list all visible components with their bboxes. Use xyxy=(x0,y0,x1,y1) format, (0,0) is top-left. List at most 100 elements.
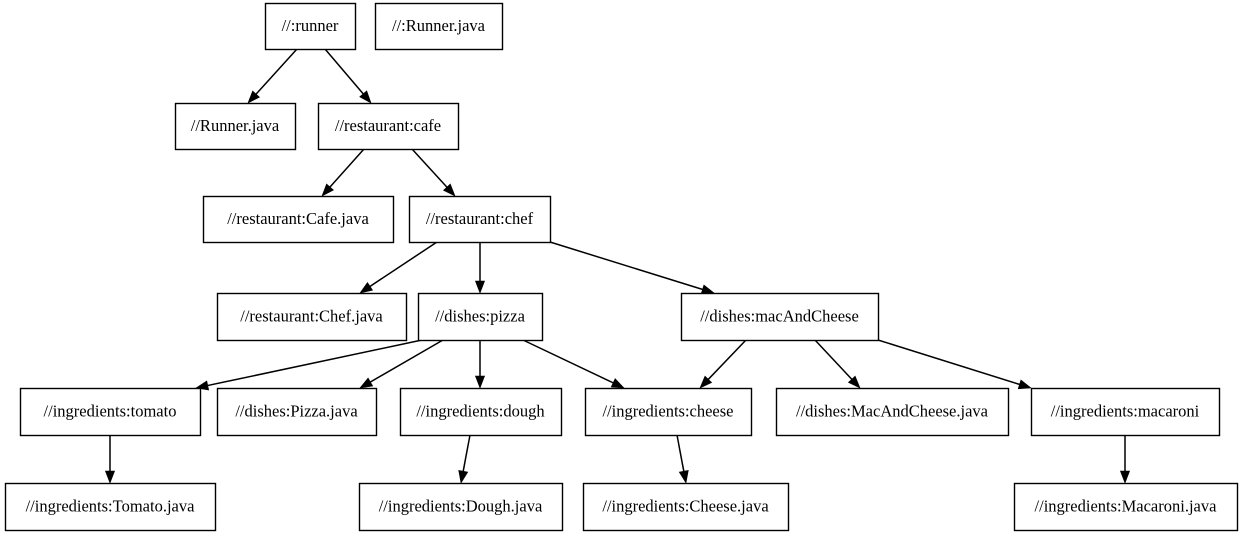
edge-line xyxy=(877,339,1022,386)
graph-edge xyxy=(676,434,689,484)
graph-edge xyxy=(247,48,298,104)
graph-edge xyxy=(699,339,747,389)
edge-line xyxy=(549,241,705,291)
node-label: //ingredients:tomato xyxy=(44,401,177,420)
edge-arrowhead-icon xyxy=(610,378,625,389)
node-box[interactable] xyxy=(19,387,202,437)
edge-arrowhead-icon xyxy=(359,377,374,389)
graph-node-restaurant_cafe[interactable]: //restaurant:cafe xyxy=(317,102,460,151)
edge-arrowhead-icon xyxy=(359,90,372,104)
edge-line xyxy=(324,48,365,96)
graph-edge xyxy=(324,48,372,104)
edge-arrowhead-icon xyxy=(847,375,861,389)
graph-edge xyxy=(411,148,456,197)
graph-node-dishes_macandchees[interactable]: //dishes:macAndCheese xyxy=(680,292,880,342)
node-box[interactable] xyxy=(408,195,552,244)
node-label: //restaurant:Cafe.java xyxy=(227,209,369,228)
node-box[interactable] xyxy=(4,482,217,532)
node-label: //ingredients:Cheese.java xyxy=(602,496,769,515)
edge-line xyxy=(368,241,438,288)
graph-edge xyxy=(877,339,1032,390)
node-label: //restaurant:Chef.java xyxy=(240,306,383,325)
graph-edges-layer xyxy=(104,48,1131,484)
node-box[interactable] xyxy=(216,292,408,342)
node-label: //ingredients:cheese xyxy=(602,401,733,420)
edge-arrowhead-icon xyxy=(195,380,210,391)
graph-node-pizza_java[interactable]: //dishes:Pizza.java xyxy=(216,387,378,437)
node-box[interactable] xyxy=(358,482,564,532)
edge-arrowhead-icon xyxy=(474,375,486,389)
graph-edge xyxy=(474,242,486,294)
edge-arrowhead-icon xyxy=(700,284,715,295)
graph-node-cheese_java[interactable]: //ingredients:Cheese.java xyxy=(582,482,790,532)
node-box[interactable] xyxy=(374,2,504,51)
node-label: //ingredients:Tomato.java xyxy=(26,496,196,515)
node-label: //dishes:pizza xyxy=(435,306,525,325)
node-box[interactable] xyxy=(202,195,395,244)
node-box[interactable] xyxy=(264,2,357,51)
edge-arrowhead-icon xyxy=(442,183,456,197)
node-box[interactable] xyxy=(1013,482,1239,532)
graph-node-dishes_pizza[interactable]: //dishes:pizza xyxy=(417,292,544,342)
edge-line xyxy=(328,148,365,189)
edge-line xyxy=(676,434,685,473)
edge-arrowhead-icon xyxy=(359,282,374,294)
node-label: //dishes:MacAndCheese.java xyxy=(796,401,989,420)
node-box[interactable] xyxy=(584,387,753,437)
edge-line xyxy=(522,339,615,385)
graph-edge xyxy=(1119,435,1131,484)
graph-edge xyxy=(359,241,438,294)
edge-arrowhead-icon xyxy=(458,469,469,484)
node-box[interactable] xyxy=(582,482,790,532)
edge-line xyxy=(411,148,449,189)
graph-edge xyxy=(474,340,486,389)
edge-arrowhead-icon xyxy=(321,183,334,197)
edge-line xyxy=(462,434,471,473)
graph-edge xyxy=(104,435,116,484)
edge-line xyxy=(206,339,423,387)
graph-edge xyxy=(549,241,715,295)
graph-node-macandcheese_java[interactable]: //dishes:MacAndCheese.java xyxy=(775,387,1010,437)
node-label: //restaurant:cafe xyxy=(335,116,441,135)
graph-node-runner_java_root[interactable]: //:Runner.java xyxy=(374,2,504,51)
node-box[interactable] xyxy=(417,292,544,342)
node-box[interactable] xyxy=(680,292,880,342)
edge-arrowhead-icon xyxy=(247,90,260,104)
graph-edge xyxy=(359,339,444,389)
graph-node-runner[interactable]: //:runner xyxy=(264,2,357,51)
graph-node-ing_tomato[interactable]: //ingredients:tomato xyxy=(19,387,202,437)
graph-node-cafe_java[interactable]: //restaurant:Cafe.java xyxy=(202,195,395,244)
node-box[interactable] xyxy=(317,102,460,151)
edge-line xyxy=(706,339,747,381)
graph-node-ing_dough[interactable]: //ingredients:dough xyxy=(399,387,563,437)
graph-nodes-layer: //:runner //:Runner.java //Runner.java //re… xyxy=(4,2,1239,532)
graph-edge xyxy=(458,434,471,484)
node-box[interactable] xyxy=(399,387,563,437)
node-box[interactable] xyxy=(216,387,378,437)
edge-arrowhead-icon xyxy=(1119,470,1131,484)
graph-node-ing_macaroni[interactable]: //ingredients:macaroni xyxy=(1030,387,1221,437)
node-label: //ingredients:dough xyxy=(416,401,545,420)
node-box[interactable] xyxy=(174,102,297,151)
node-label: //:runner xyxy=(282,16,339,35)
edge-arrowhead-icon xyxy=(104,470,116,484)
graph-edge xyxy=(321,148,365,197)
node-label: //ingredients:Macaroni.java xyxy=(1035,496,1218,515)
graph-node-macaroni_java[interactable]: //ingredients:Macaroni.java xyxy=(1013,482,1239,532)
graph-node-tomato_java[interactable]: //ingredients:Tomato.java xyxy=(4,482,217,532)
graph-node-chef_java[interactable]: //restaurant:Chef.java xyxy=(216,292,408,342)
graph-node-runner_java[interactable]: //Runner.java xyxy=(174,102,297,151)
node-box[interactable] xyxy=(1030,387,1221,437)
node-label: //ingredients:Dough.java xyxy=(379,496,543,515)
graph-edge xyxy=(195,339,423,391)
edge-arrowhead-icon xyxy=(678,469,689,484)
edge-line xyxy=(254,48,298,96)
graph-node-dough_java[interactable]: //ingredients:Dough.java xyxy=(358,482,564,532)
graph-edge xyxy=(522,339,625,389)
edge-line xyxy=(368,339,444,384)
graph-node-restaurant_chef[interactable]: //restaurant:chef xyxy=(408,195,552,244)
node-box[interactable] xyxy=(775,387,1010,437)
graph-node-ing_cheese[interactable]: //ingredients:cheese xyxy=(584,387,753,437)
